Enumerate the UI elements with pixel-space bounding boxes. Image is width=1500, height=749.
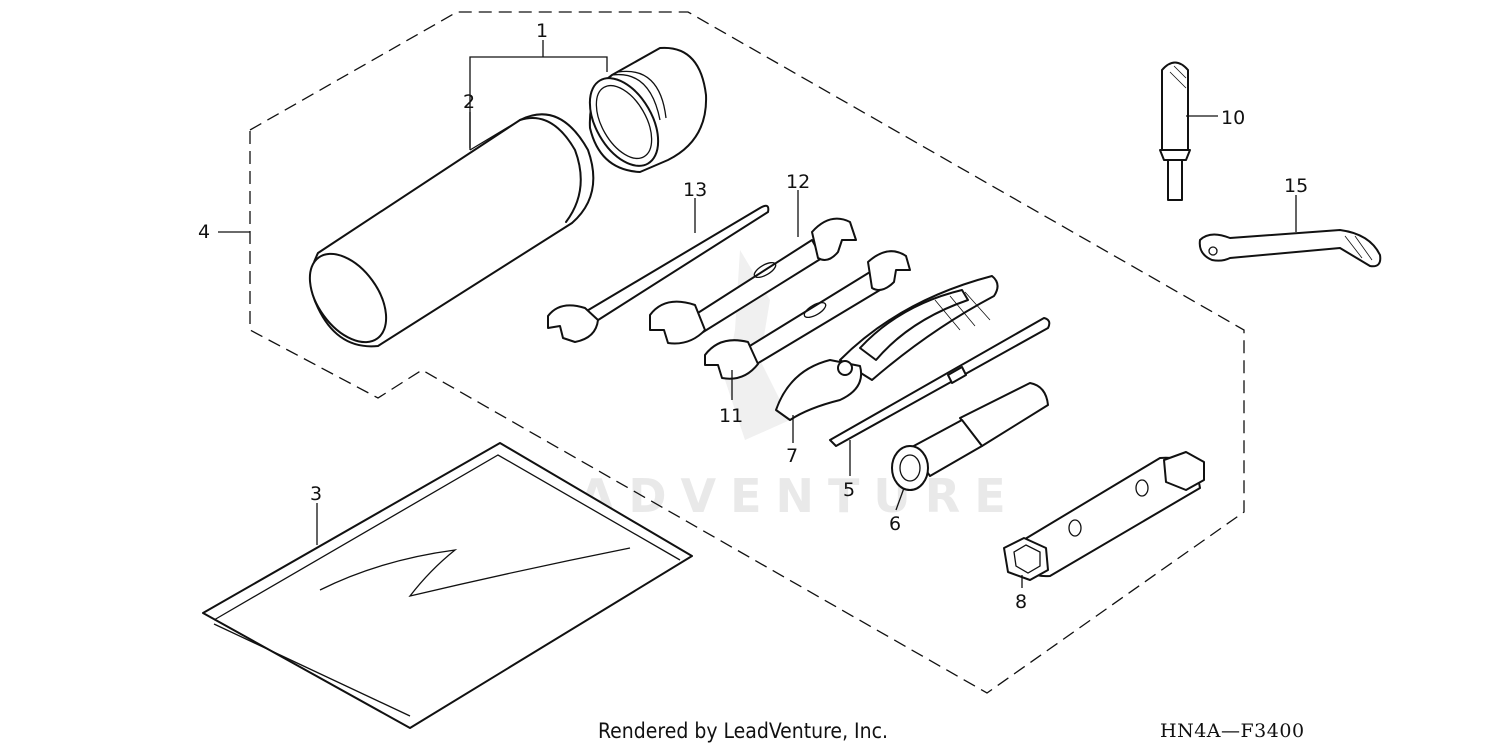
wrench-12 [649, 217, 857, 345]
tool-case-cap [588, 46, 708, 173]
callout-12: 12 [786, 171, 810, 193]
box-wrench-8 [1003, 451, 1205, 581]
wrench-11 [704, 250, 911, 380]
leader-1 [469, 56, 608, 148]
pliers-7 [775, 275, 999, 421]
callout-10: 10 [1221, 107, 1245, 129]
callout-11: 11 [719, 405, 743, 427]
footer-credit: Rendered by LeadVenture, Inc. [598, 719, 888, 743]
callout-labels: 1 2 3 4 5 6 7 8 10 11 12 13 15 [198, 20, 1308, 613]
leader-lines [218, 40, 1297, 588]
tool-case [308, 113, 595, 348]
diagram-code: HN4A—F3400 [1160, 720, 1305, 742]
leader-6 [895, 487, 905, 511]
screwdriver-5 [829, 317, 1051, 447]
callout-3: 3 [310, 483, 322, 505]
offset-wrench-15 [1198, 229, 1382, 268]
callout-2: 2 [463, 91, 475, 113]
callout-4: 4 [198, 221, 210, 243]
callout-15: 15 [1284, 175, 1308, 197]
kit-boundary [249, 11, 1245, 694]
callout-8: 8 [1015, 591, 1027, 613]
screwdriver-handle-10 [1159, 61, 1191, 201]
owners-manual-3 [202, 442, 693, 729]
callout-6: 6 [889, 513, 901, 535]
callout-7: 7 [786, 445, 798, 467]
callout-13: 13 [683, 179, 707, 201]
callout-5: 5 [843, 479, 855, 501]
wrench-13 [547, 204, 770, 343]
socket-wrench-6 [891, 382, 1049, 491]
callout-1: 1 [536, 20, 548, 42]
